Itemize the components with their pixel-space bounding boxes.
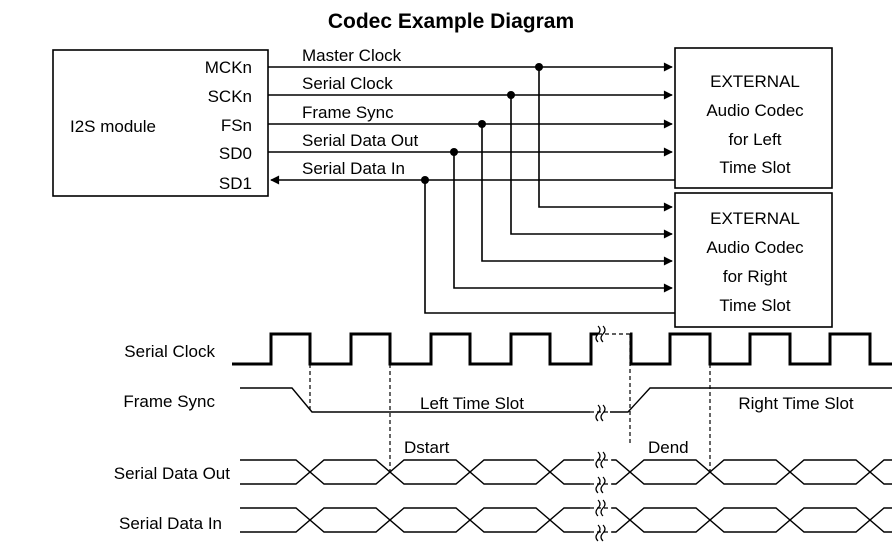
serial-clock-waveform (232, 332, 598, 366)
right-time-slot-label: Right Time Slot (738, 394, 854, 413)
serial-data-in-waveform (240, 507, 892, 533)
frame-sync-waveform-right (610, 387, 892, 413)
dstart-label: Dstart (404, 438, 450, 457)
serial-clock-waveform-right (629, 332, 892, 366)
codec-left-line3: for Left (729, 130, 782, 149)
codec-right-line2: Audio Codec (706, 238, 804, 257)
signal-serial-data-out: Serial Data Out (302, 131, 418, 150)
signal-serial-data-in: Serial Data In (302, 159, 405, 178)
codec-left-line2: Audio Codec (706, 101, 804, 120)
codec-left-box (674, 47, 833, 189)
timing-reference-lines (309, 334, 711, 472)
codec-right-line4: Time Slot (719, 296, 790, 315)
diagram-title: Codec Example Diagram (328, 10, 574, 33)
wires-left-codec (268, 62, 675, 185)
pin-sd1: SD1 (219, 174, 252, 193)
codec-right-box (674, 192, 833, 328)
codec-left-line4: Time Slot (719, 158, 790, 177)
timing-label-frame-sync: Frame Sync (123, 392, 215, 411)
i2s-module-box (52, 49, 269, 197)
pin-sckn: SCKn (208, 87, 252, 106)
time-break-marks (595, 325, 606, 542)
codec-right-line3: for Right (723, 267, 788, 286)
i2s-module-label: I2S module (70, 117, 156, 136)
signal-master-clock: Master Clock (302, 46, 402, 65)
wires-right-codec (424, 67, 675, 314)
left-time-slot-label: Left Time Slot (420, 394, 524, 413)
pin-sd0: SD0 (219, 144, 252, 163)
signal-serial-clock: Serial Clock (302, 74, 393, 93)
timing-label-serial-data-in: Serial Data In (119, 514, 222, 533)
signal-frame-sync: Frame Sync (302, 103, 394, 122)
dend-label: Dend (648, 438, 689, 457)
timing-label-serial-clock: Serial Clock (124, 342, 215, 361)
pin-fsn: FSn (221, 116, 252, 135)
timing-label-serial-data-out: Serial Data Out (114, 464, 230, 483)
frame-sync-waveform-left (240, 387, 590, 413)
codec-left-line1: EXTERNAL (710, 72, 800, 91)
serial-data-out-waveform (240, 459, 892, 485)
pin-mckn: MCKn (205, 58, 252, 77)
codec-right-line1: EXTERNAL (710, 209, 800, 228)
